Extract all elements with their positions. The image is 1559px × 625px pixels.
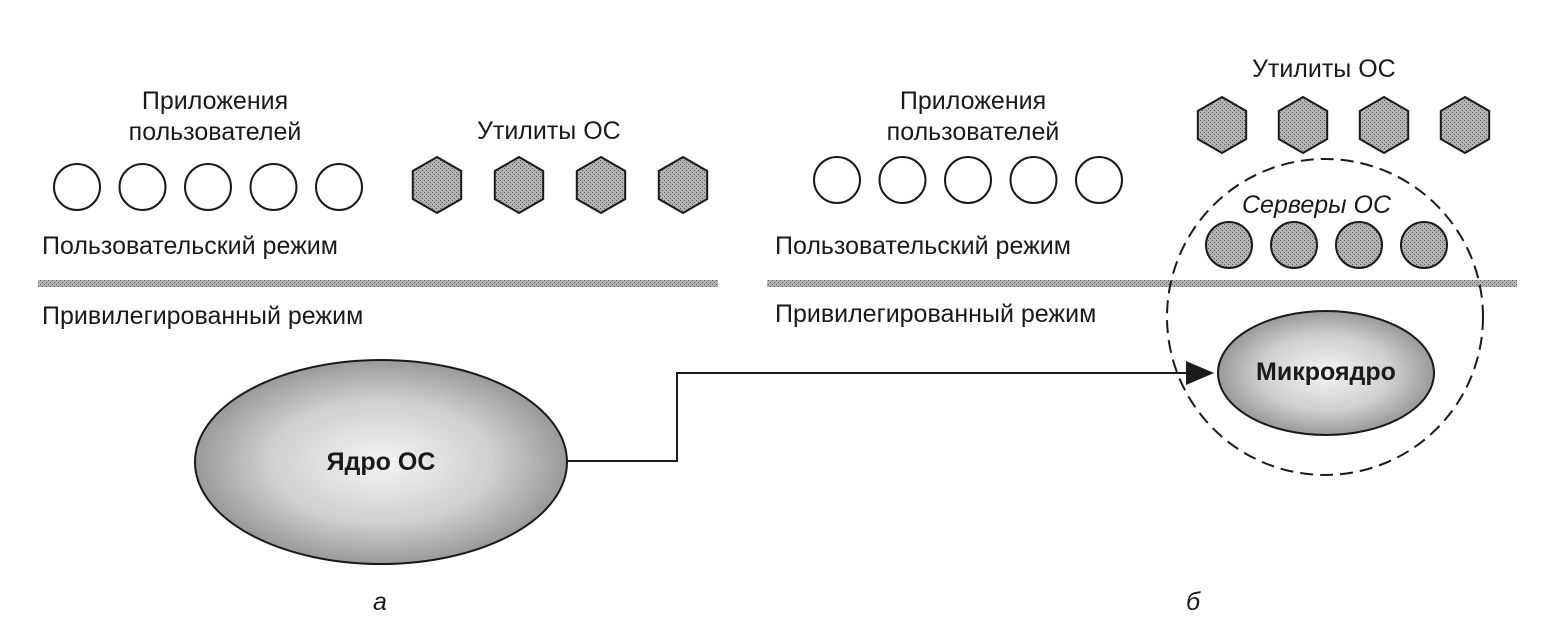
user-app-circle bbox=[249, 163, 298, 211]
panel-b bbox=[767, 95, 1517, 476]
os-server-circle bbox=[1335, 221, 1383, 269]
microkernel-label: Микроядро bbox=[1256, 358, 1396, 386]
user-app-circle bbox=[944, 156, 992, 204]
user-app-circle bbox=[184, 163, 232, 211]
user-app-circle bbox=[1075, 156, 1123, 204]
panel-b-user-apps-label: Приложения пользователей bbox=[886, 87, 1060, 146]
panel-a-os-util-hexagons bbox=[411, 155, 709, 215]
panel-b-os-util-hexagons bbox=[1196, 95, 1491, 155]
user-app-circle bbox=[1009, 156, 1058, 204]
user-app-circle bbox=[315, 163, 363, 211]
panel-b-mode-separator bbox=[767, 280, 1517, 287]
os-utility-hexagon bbox=[1439, 95, 1491, 155]
panel-b-server-circles bbox=[1205, 221, 1448, 269]
panel-b-servers-label: Серверы ОС bbox=[1242, 191, 1392, 219]
os-kernel-label: Ядро ОС bbox=[326, 448, 436, 476]
panel-b-caption: б bbox=[1185, 588, 1201, 616]
panel-a-user-app-circles bbox=[53, 163, 363, 211]
os-utility-hexagon bbox=[493, 155, 545, 215]
user-app-circle bbox=[878, 156, 927, 204]
panel-a-user-mode-label: Пользовательский режим bbox=[42, 232, 338, 260]
os-utility-hexagon bbox=[1358, 95, 1410, 155]
panel-b-os-utils-label: Утилиты ОС bbox=[1252, 55, 1396, 83]
panel-a-caption: а bbox=[373, 588, 387, 616]
os-utility-hexagon bbox=[657, 155, 709, 215]
user-app-circle bbox=[53, 163, 101, 211]
os-utility-hexagon bbox=[575, 155, 627, 215]
panel-a-priv-mode-label: Привилегированный режим bbox=[42, 302, 364, 330]
os-server-circle bbox=[1400, 221, 1448, 269]
panel-a-os-utils-label: Утилиты ОС bbox=[477, 117, 621, 145]
kernel-to-microkernel-arrow bbox=[567, 361, 1214, 462]
panel-b-user-app-circles bbox=[813, 156, 1123, 204]
os-server-circle bbox=[1205, 221, 1253, 269]
panel-a-mode-separator bbox=[38, 280, 718, 287]
panel-a-user-apps-label: Приложения пользователей bbox=[128, 87, 302, 146]
panel-b-user-mode-label: Пользовательский режим bbox=[775, 232, 1071, 260]
panel-b-priv-mode-label: Привилегированный режим bbox=[775, 300, 1097, 328]
microkernel-boundary-dashed-circle bbox=[1166, 158, 1484, 476]
microkernel-ellipse bbox=[1217, 310, 1435, 436]
os-utility-hexagon bbox=[411, 155, 463, 215]
user-app-circle bbox=[813, 156, 861, 204]
panel-a bbox=[38, 155, 718, 565]
user-app-circle bbox=[118, 163, 167, 211]
os-server-circle bbox=[1270, 221, 1318, 269]
os-utility-hexagon bbox=[1277, 95, 1329, 155]
os-utility-hexagon bbox=[1196, 95, 1248, 155]
